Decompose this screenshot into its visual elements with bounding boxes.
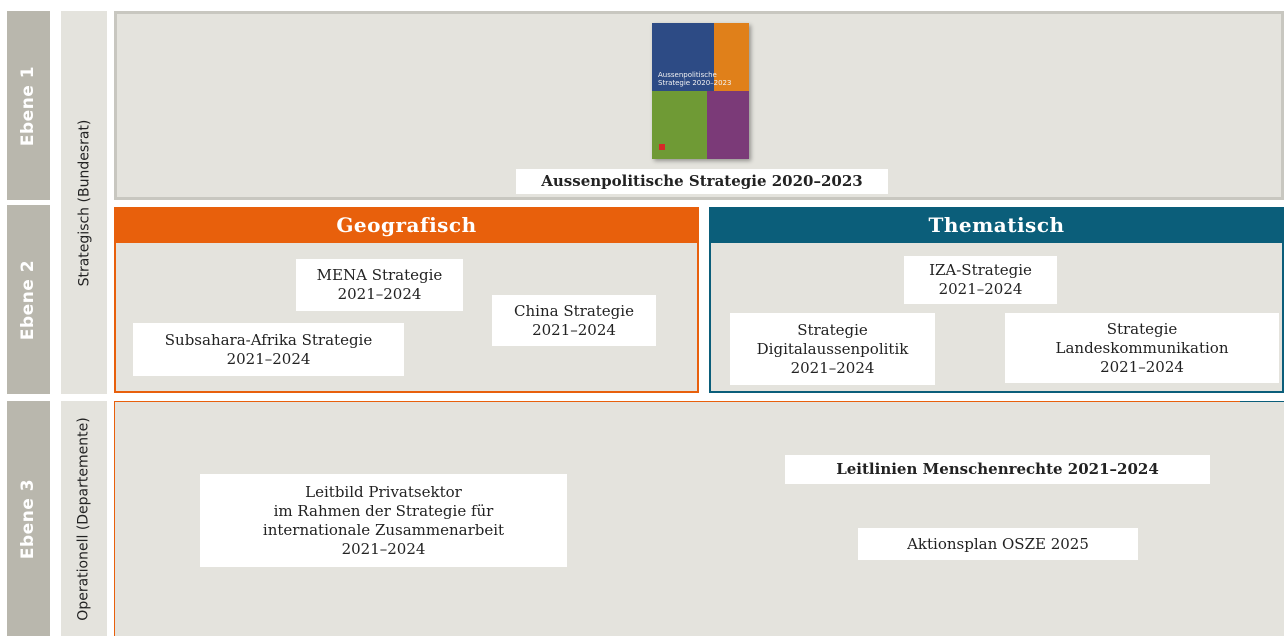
operational-strip: Operationell (Departemente) — [61, 401, 107, 636]
iza-strategy-card: IZA-Strategie 2021–2024 — [904, 256, 1057, 304]
card-line: im Rahmen der Strategie für — [273, 501, 494, 520]
level-1-text: Ebene 1 — [18, 65, 39, 146]
card-line: Digitalaussenpolitik — [756, 339, 909, 358]
level-2-text: Ebene 2 — [18, 259, 39, 340]
geografisch-header: Geografisch — [114, 207, 699, 243]
thematisch-header: Thematisch — [709, 207, 1284, 243]
operational-label: Operationell (Departemente) — [76, 416, 93, 621]
card-line: China Strategie — [514, 301, 634, 320]
card-line: 2021–2024 — [938, 280, 1023, 298]
level-2-label: Ebene 2 — [7, 205, 50, 394]
private-sector-guideline-card: Leitbild Privatsektor im Rahmen der Stra… — [200, 474, 567, 567]
card-line: IZA-Strategie — [929, 261, 1032, 279]
subsahara-africa-strategy-card: Subsahara-Afrika Strategie 2021–2024 — [133, 323, 404, 376]
card-line: Strategie — [797, 320, 868, 339]
card-line: 2021–2024 — [341, 539, 426, 558]
card-line: Subsahara-Afrika Strategie — [164, 330, 373, 349]
card-line: internationale Zusammenarbeit — [262, 520, 505, 539]
card-line: 2021–2024 — [226, 349, 311, 368]
strategic-label: Strategisch (Bundesrat) — [76, 119, 93, 286]
osce-action-plan-card: Aktionsplan OSZE 2025 — [858, 528, 1138, 560]
card-line: 2021–2024 — [532, 320, 616, 339]
level-3-teal-border — [1240, 401, 1284, 402]
strategy-cover-image: Aussenpolitische Strategie 2020–2023 — [652, 23, 749, 159]
human-rights-guideline-card: Leitlinien Menschenrechte 2021–2024 — [785, 455, 1210, 484]
card-line: 2021–2024 — [337, 285, 422, 303]
mena-strategy-card: MENA Strategie 2021–2024 — [296, 259, 463, 311]
strategic-strip: Strategisch (Bundesrat) — [61, 11, 107, 394]
cover-title-line: Aussenpolitische — [658, 71, 717, 79]
digital-foreign-policy-strategy-card: Strategie Digitalaussenpolitik 2021–2024 — [730, 313, 935, 385]
card-line: 2021–2024 — [1100, 357, 1184, 376]
card-line: Aktionsplan OSZE 2025 — [907, 534, 1089, 553]
level-3-text: Ebene 3 — [18, 478, 39, 559]
cover-title-line: Strategie 2020–2023 — [658, 79, 732, 87]
level-3-label: Ebene 3 — [7, 401, 50, 636]
card-line: MENA Strategie — [316, 266, 443, 284]
card-line: Landeskommunikation — [1055, 338, 1229, 357]
swiss-flag-icon — [659, 144, 665, 150]
card-line: Leitbild Privatsektor — [305, 482, 462, 501]
card-line: Strategie — [1106, 319, 1178, 338]
china-strategy-card: China Strategie 2021–2024 — [492, 295, 656, 346]
foreign-policy-strategy-label: Aussenpolitische Strategie 2020–2023 — [516, 169, 888, 194]
country-communication-strategy-card: Strategie Landeskommunikation 2021–2024 — [1005, 313, 1279, 383]
card-line: 2021–2024 — [790, 358, 875, 377]
card-line: Leitlinien Menschenrechte 2021–2024 — [836, 460, 1159, 478]
level-1-label: Ebene 1 — [7, 11, 50, 200]
